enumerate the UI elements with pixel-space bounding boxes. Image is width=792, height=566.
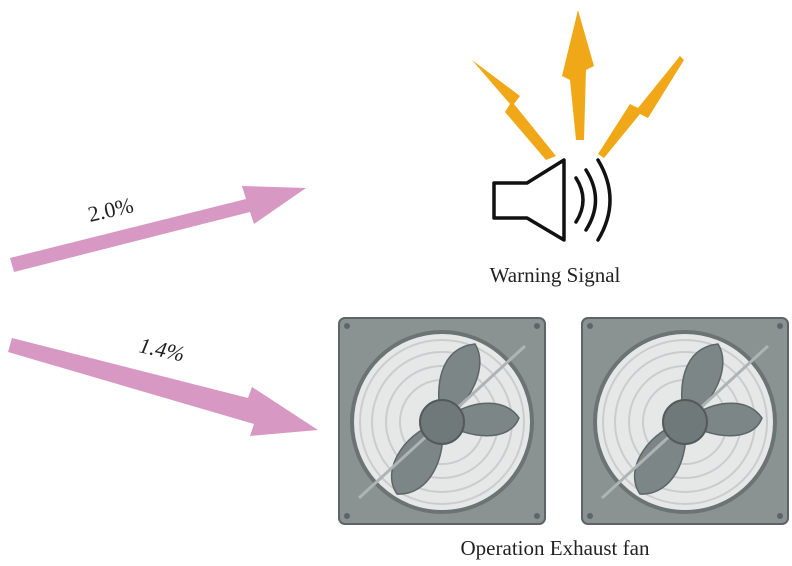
- speaker-body: [492, 158, 566, 242]
- speaker-wave-3: [596, 158, 612, 242]
- lightning-bolt-icon: [472, 10, 684, 160]
- lightning-bolt-right: [598, 56, 684, 158]
- speaker-wave-2: [584, 168, 598, 232]
- arrow-upper-shape: [10, 186, 306, 272]
- lightning-bolt-center: [562, 10, 594, 140]
- exhaust-fan-icon: [337, 316, 790, 526]
- lightning-bolt-left: [472, 60, 556, 160]
- warning-signal-label: Warning Signal: [490, 263, 621, 287]
- arrow-2-0-percent: 2.0%: [10, 186, 306, 272]
- speaker-wave-1: [574, 176, 585, 224]
- arrow-upper-label: 2.0%: [86, 192, 136, 227]
- exhaust-fan-left: [337, 316, 547, 526]
- arrow-1-4-percent: 1.4%: [8, 332, 318, 436]
- exhaust-fan-right: [580, 316, 790, 526]
- speaker-icon: [492, 158, 612, 242]
- arrow-lower-shape: [8, 338, 318, 436]
- operation-exhaust-fan-label: Operation Exhaust fan: [461, 536, 650, 560]
- arrow-lower-label: 1.4%: [137, 332, 187, 366]
